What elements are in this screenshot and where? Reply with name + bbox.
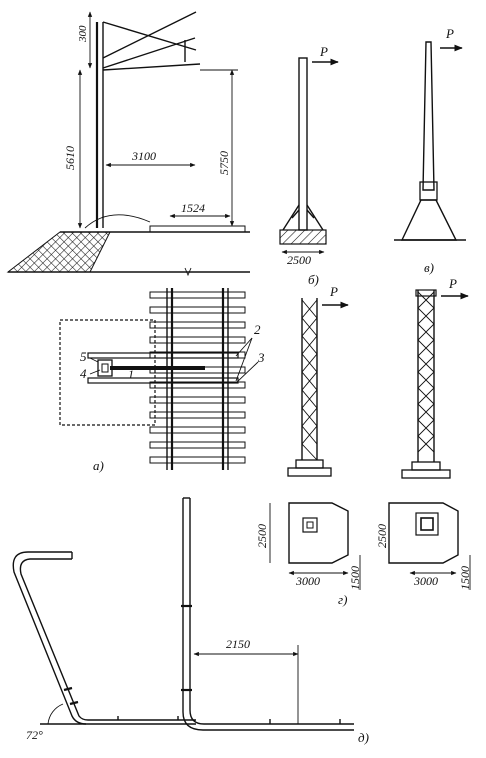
figure-g-right-plan: 2500 3000 1500 (375, 502, 472, 590)
mast-right-lacing (417, 291, 435, 453)
figure-g-left-plan: 2500 3000 1500 (255, 502, 362, 590)
mast-right-foundation (401, 469, 451, 479)
figure-b-pole (298, 57, 308, 231)
right-plan-h: 2500 (375, 524, 389, 548)
right-pole-dim: 2150 (226, 637, 250, 651)
figure-g-right-mast: P (401, 276, 469, 479)
figure-b-brace-right (306, 204, 324, 231)
figure-g-label: г) (338, 592, 347, 607)
label-3: 3 (257, 350, 265, 365)
figure-v-pole (422, 41, 435, 191)
figure-v-force: P (445, 26, 454, 41)
figure-b: P 2500 б) (279, 44, 339, 287)
figure-v-foundation (400, 199, 458, 241)
pole-base-plan (97, 359, 113, 377)
right-bent-pole-inner (189, 498, 354, 725)
figure-d-right-pole: 2150 (181, 497, 354, 731)
track-bed (149, 225, 246, 233)
left-plan-offset: 1500 (348, 566, 362, 590)
ground-embankment-cross (8, 232, 110, 272)
figure-b-brace-right-2 (306, 209, 315, 219)
label-5: 5 (80, 349, 87, 364)
right-plan-outline (388, 502, 459, 564)
cantilever-brace (102, 11, 197, 59)
right-plan-socket-inner (420, 517, 434, 531)
figure-a-elevation: 300 5610 3100 5750 1524 (6, 11, 250, 277)
figure-v: P в) (394, 26, 466, 275)
left-pole-clamp-2 (69, 700, 79, 706)
left-pole-clamp-1 (63, 686, 73, 692)
pole-base-inner (101, 363, 109, 373)
leader-5 (89, 357, 99, 363)
right-plan-socket (415, 512, 439, 536)
left-plan-outline (288, 502, 349, 564)
left-plan-socket-inner (306, 521, 314, 529)
figure-b-dim: 2500 (287, 253, 311, 267)
label-4: 4 (80, 366, 87, 381)
figure-b-label: б) (308, 272, 319, 287)
label-1: 1 (128, 367, 134, 381)
cantilever-tie (102, 21, 197, 51)
mast-right-base (411, 461, 441, 471)
mast-left-base (295, 459, 324, 469)
dim-label-3100: 3100 (131, 149, 156, 163)
mast-left-force: P (329, 284, 338, 299)
left-bent-pole (12, 551, 196, 725)
right-plan-offset: 1500 (458, 566, 472, 590)
sleepers (149, 291, 246, 464)
figure-a-plan: 2 3 5 4 1 а) (59, 288, 265, 473)
left-plan-h: 2500 (255, 524, 269, 548)
label-2: 2 (254, 322, 261, 337)
figure-a-label: а) (93, 458, 104, 473)
dim-label-300: 300 (77, 25, 89, 43)
angle-label: 72° (26, 728, 43, 742)
figure-b-force: P (319, 44, 328, 59)
foundation-mound (84, 214, 151, 229)
contact-wire (102, 63, 201, 71)
mast-right-cap (415, 289, 437, 297)
leader-4 (89, 369, 101, 375)
figure-g-left-mast: P (287, 284, 349, 477)
figure-b-base (279, 229, 327, 245)
leader-3 (235, 361, 259, 384)
left-plan-socket (302, 517, 318, 533)
figure-d-label: д) (358, 730, 369, 745)
figure-b-brace-left (282, 204, 300, 231)
right-plan-w: 3000 (413, 574, 438, 588)
left-plan-w: 3000 (295, 574, 320, 588)
left-bent-pole-inner (19, 558, 196, 721)
mast-left-foundation (287, 467, 332, 477)
right-bent-pole (182, 498, 354, 731)
dim-label-5610: 5610 (63, 146, 77, 170)
dim-label-1524: 1524 (181, 201, 205, 215)
angle-arc (47, 703, 64, 725)
mast-left-lacing (301, 299, 318, 461)
dim-label-5750: 5750 (217, 151, 231, 175)
leader-2a (235, 337, 253, 357)
break-mark (184, 267, 192, 277)
cantilever-rod (102, 37, 196, 69)
figure-d-left-pole: 72° (12, 551, 196, 742)
anchor-beam-top (87, 352, 239, 359)
mast-right-force: P (448, 276, 457, 291)
figure-b-brace-left-2 (291, 209, 300, 219)
figure-v-label: в) (424, 260, 434, 275)
leader-2b (235, 337, 253, 382)
